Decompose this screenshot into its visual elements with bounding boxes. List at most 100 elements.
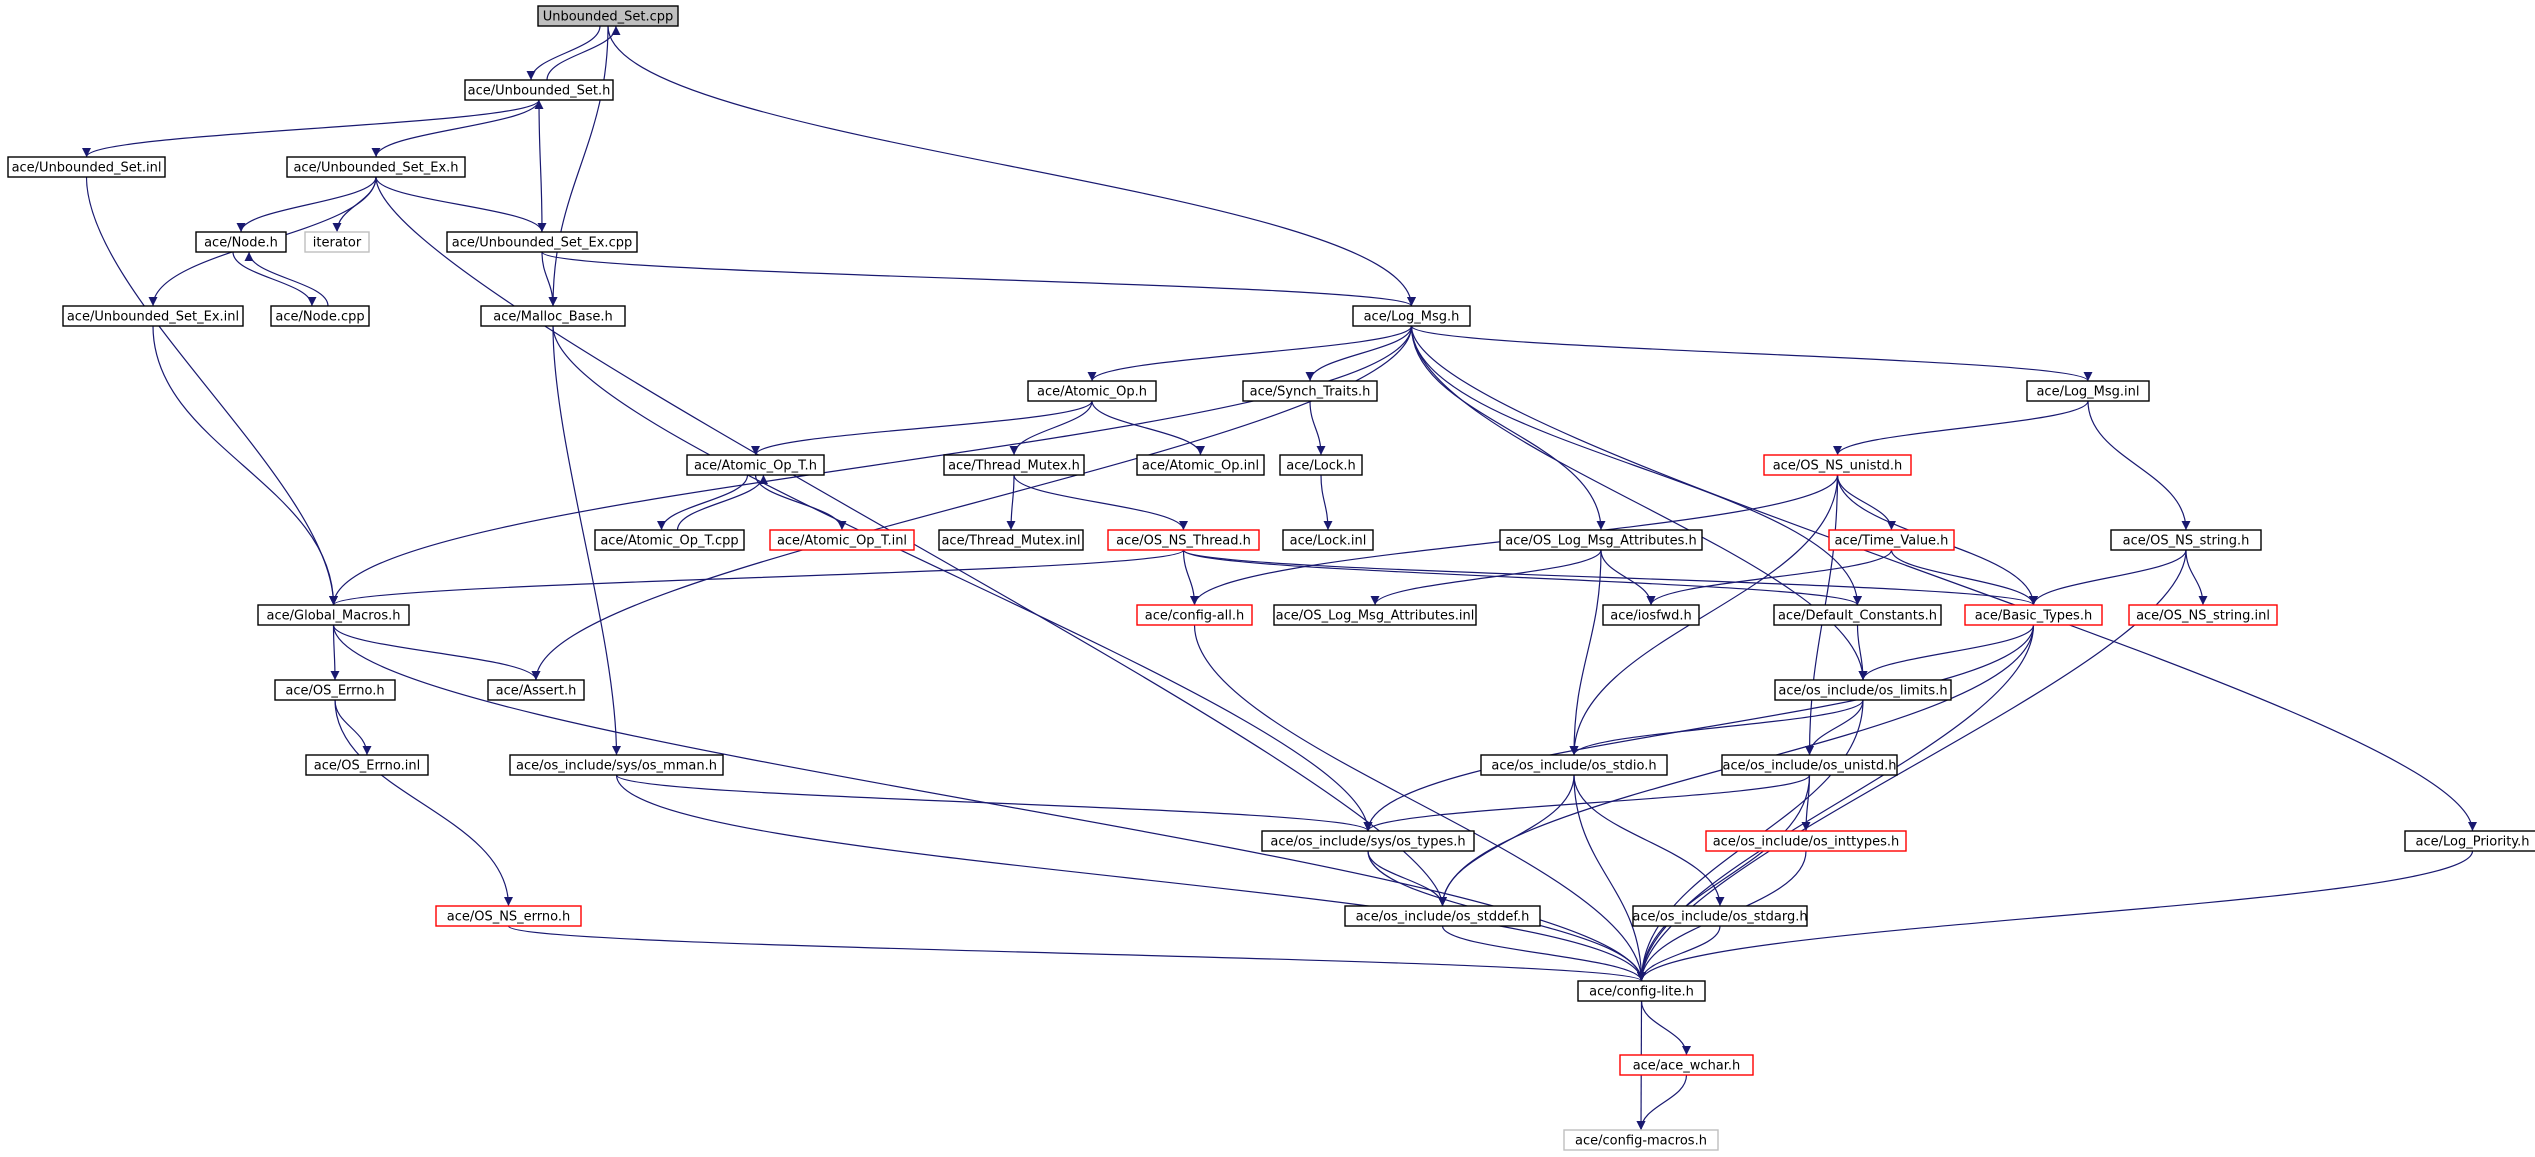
node-ace-unbounded-set-ex-cpp[interactable]: ace/Unbounded_Set_Ex.cpp	[446, 231, 638, 253]
edge-ace-log-msg-h-to-ace-os-log-msg-attributes-h	[1410, 325, 1606, 531]
node-box	[274, 679, 396, 701]
edge-ace-atomic-op-t-h-to-ace-atomic-op-t-inl	[754, 474, 847, 531]
node-ace-os-errno-h[interactable]: ace/OS_Errno.h	[274, 679, 396, 701]
edge-ace-log-msg-h-to-ace-log-msg-inl	[1410, 325, 2093, 382]
node-label: Unbounded_Set.cpp	[543, 10, 674, 25]
edge-ace-log-msg-inl-to-ace-os-ns-string-h	[2087, 400, 2191, 531]
edge-ace-config-lite-h-to-ace-ace-wchar-h	[1640, 1000, 1691, 1056]
node-ace-unbounded-set-ex-h[interactable]: ace/Unbounded_Set_Ex.h	[286, 156, 466, 178]
node-box	[594, 529, 745, 551]
node-box	[938, 529, 1084, 551]
edge-ace-thread-mutex-h-to-ace-thread-mutex-inl	[1006, 474, 1016, 531]
node-ace-os-ns-string-h[interactable]: ace/OS_NS_string.h	[2110, 529, 2262, 551]
node-ace-os-ns-thread-h[interactable]: ace/OS_NS_Thread.h	[1107, 529, 1260, 551]
node-ace-os-log-msg-attributes-inl[interactable]: ace/OS_Log_Msg_Attributes.inl	[1273, 604, 1477, 626]
node-ace-os-include-os-unistd-h[interactable]: ace/os_include/os_unistd.h	[1721, 754, 1898, 776]
node-label: ace/Atomic_Op.inl	[1142, 459, 1259, 474]
node-box	[1602, 604, 1700, 626]
node-ace-os-log-msg-attributes-h[interactable]: ace/OS_Log_Msg_Attributes.h	[1499, 529, 1703, 551]
edge-ace-os-ns-errno-h-to-ace-config-lite-h	[507, 925, 1646, 982]
node-ace-lock-h[interactable]: ace/Lock.h	[1279, 454, 1363, 476]
edge-line	[1006, 474, 1016, 531]
edge-ace-log-msg-h-to-ace-synch-traits-h	[1305, 325, 1413, 382]
edge-line	[1833, 400, 2089, 456]
node-ace-atomic-op-t-inl[interactable]: ace/Atomic_Op_T.inl	[769, 529, 915, 551]
node-ace-config-lite-h[interactable]: ace/config-lite.h	[1577, 980, 1706, 1002]
node-box	[1705, 830, 1907, 852]
node-ace-default-constants-h[interactable]: ace/Default_Constants.h	[1773, 604, 1942, 626]
node-ace-thread-mutex-h[interactable]: ace/Thread_Mutex.h	[943, 454, 1085, 476]
edge-line	[1193, 624, 1646, 982]
node-box	[2110, 529, 2262, 551]
node-iterator: iterator	[304, 231, 370, 253]
node-ace-node-cpp[interactable]: ace/Node.cpp	[270, 305, 370, 327]
edge-line	[332, 624, 541, 681]
node-ace-os-ns-errno-h[interactable]: ace/OS_NS_errno.h	[435, 905, 582, 927]
node-label: ace/Atomic_Op_T.cpp	[600, 534, 738, 549]
node-ace-os-include-os-stdarg-h[interactable]: ace/os_include/os_stdarg.h	[1632, 905, 1808, 927]
node-ace-unbounded-set-inl[interactable]: ace/Unbounded_Set.inl	[7, 156, 166, 178]
node-box	[1261, 830, 1475, 852]
node-ace-os-include-sys-os-types-h[interactable]: ace/os_include/sys/os_types.h	[1261, 830, 1475, 852]
node-ace-os-errno-inl[interactable]: ace/OS_Errno.inl	[305, 754, 429, 776]
node-ace-os-include-os-stdio-h[interactable]: ace/os_include/os_stdio.h	[1480, 754, 1668, 776]
node-label: ace/os_include/sys/os_types.h	[1270, 835, 1465, 850]
node-label: ace/os_include/os_stdarg.h	[1632, 910, 1807, 925]
edge-line	[1856, 624, 1868, 681]
node-ace-atomic-op-inl[interactable]: ace/Atomic_Op.inl	[1136, 454, 1265, 476]
edge-line	[552, 325, 621, 756]
node-ace-unbounded-set-h[interactable]: ace/Unbounded_Set.h	[464, 79, 614, 101]
node-ace-os-ns-string-inl[interactable]: ace/OS_NS_string.inl	[2128, 604, 2278, 626]
node-ace-thread-mutex-inl[interactable]: ace/Thread_Mutex.inl	[938, 529, 1084, 551]
node-label: ace/os_include/sys/os_mman.h	[516, 759, 717, 774]
node-ace-global-macros-h[interactable]: ace/Global_Macros.h	[257, 604, 410, 626]
node-ace-atomic-op-t-h[interactable]: ace/Atomic_Op_T.h	[686, 454, 825, 476]
node-ace-log-priority-h[interactable]: ace/Log_Priority.h	[2404, 830, 2535, 852]
node-ace-atomic-op-h[interactable]: ace/Atomic_Op.h	[1027, 380, 1157, 402]
edge-ace-lock-h-to-ace-lock-inl	[1320, 474, 1333, 531]
node-ace-lock-inl[interactable]: ace/Lock.inl	[1282, 529, 1374, 551]
edge-ace-os-log-msg-attributes-h-to-ace-os-include-os-stdio-h	[1569, 549, 1602, 756]
node-ace-synch-traits-h[interactable]: ace/Synch_Traits.h	[1242, 380, 1378, 402]
node-ace-basic-types-h[interactable]: ace/Basic_Types.h	[1964, 604, 2103, 626]
node-label: ace/Malloc_Base.h	[493, 310, 613, 325]
node-box	[195, 231, 287, 253]
node-ace-os-include-os-inttypes-h[interactable]: ace/os_include/os_inttypes.h	[1705, 830, 1907, 852]
node-ace-os-include-sys-os-mman-h[interactable]: ace/os_include/sys/os_mman.h	[509, 754, 724, 776]
node-box	[1344, 905, 1541, 927]
edge-ace-os-include-sys-os-types-h-to-ace-os-include-os-stddef-h	[1367, 850, 1447, 907]
node-label: ace/iosfwd.h	[1610, 609, 1691, 624]
node-ace-log-msg-inl[interactable]: ace/Log_Msg.inl	[2026, 380, 2150, 402]
edge-line	[1363, 624, 2035, 832]
node-ace-iosfwd-h[interactable]: ace/iosfwd.h	[1602, 604, 1700, 626]
edge-line	[1370, 549, 1602, 606]
node-ace-malloc-base-h[interactable]: ace/Malloc_Base.h	[480, 305, 626, 327]
edge-ace-os-include-sys-os-mman-h-to-ace-config-lite-h	[615, 774, 1646, 982]
node-ace-assert-h[interactable]: ace/Assert.h	[487, 679, 585, 701]
edge-line	[1569, 474, 1839, 756]
node-label: ace/Log_Msg.h	[1364, 310, 1460, 325]
node-ace-ace-wchar-h[interactable]: ace/ace_wchar.h	[1619, 1054, 1754, 1076]
node-ace-os-include-os-stddef-h[interactable]: ace/os_include/os_stddef.h	[1344, 905, 1541, 927]
node-ace-os-include-os-limits-h[interactable]: ace/os_include/os_limits.h	[1774, 679, 1952, 701]
node-label: ace/Thread_Mutex.inl	[941, 534, 1080, 549]
edge-ace-os-errno-h-to-ace-os-ns-errno-h	[334, 699, 513, 907]
node-unbounded-set-cpp: Unbounded_Set.cpp	[537, 5, 679, 27]
node-label: ace/Thread_Mutex.h	[948, 459, 1080, 474]
node-box	[1107, 529, 1260, 551]
edge-ace-basic-types-h-to-ace-os-include-os-limits-h	[1858, 624, 2035, 681]
node-ace-os-ns-unistd-h[interactable]: ace/OS_NS_unistd.h	[1763, 454, 1912, 476]
node-box	[286, 156, 466, 178]
edge-ace-os-include-os-limits-h-to-ace-os-include-os-stdio-h	[1569, 699, 1864, 756]
edge-ace-atomic-op-t-cpp-to-ace-atomic-op-t-h	[676, 474, 768, 531]
node-ace-unbounded-set-ex-inl[interactable]: ace/Unbounded_Set_Ex.inl	[62, 305, 244, 327]
edge-ace-os-ns-thread-h-to-ace-config-all-h	[1182, 549, 1199, 606]
node-label: ace/Unbounded_Set_Ex.inl	[67, 310, 239, 325]
node-ace-time-value-h[interactable]: ace/Time_Value.h	[1828, 529, 1955, 551]
node-ace-config-all-h[interactable]: ace/config-all.h	[1136, 604, 1253, 626]
node-ace-atomic-op-t-cpp[interactable]: ace/Atomic_Op_T.cpp	[594, 529, 745, 551]
node-label: ace/ace_wchar.h	[1633, 1059, 1741, 1074]
node-ace-log-msg-h[interactable]: ace/Log_Msg.h	[1352, 305, 1471, 327]
edge-line	[615, 774, 1646, 982]
node-ace-node-h[interactable]: ace/Node.h	[195, 231, 287, 253]
